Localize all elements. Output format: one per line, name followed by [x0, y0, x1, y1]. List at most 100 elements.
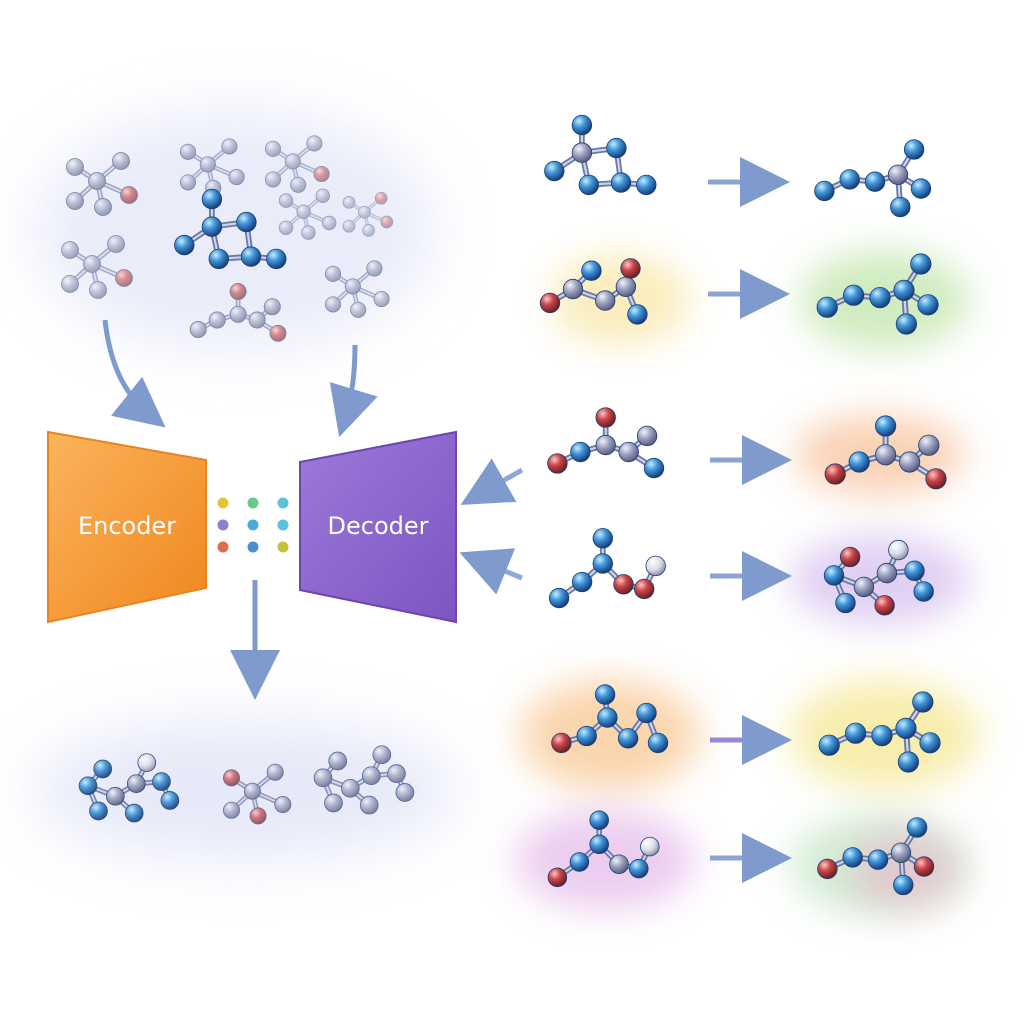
- atom: [824, 463, 846, 485]
- molecule-icon: [548, 528, 666, 609]
- atom: [66, 192, 84, 210]
- molecule-icon: [816, 253, 939, 335]
- atom: [284, 153, 301, 170]
- atom: [634, 578, 655, 600]
- atom: [818, 734, 840, 756]
- atom: [137, 753, 157, 773]
- atom: [895, 313, 918, 335]
- latent-dot: [277, 541, 289, 553]
- atom: [589, 834, 609, 855]
- atom: [893, 874, 914, 896]
- atom: [620, 258, 641, 279]
- atom: [571, 142, 593, 163]
- atom: [372, 745, 392, 765]
- atom: [374, 191, 388, 205]
- atom: [571, 571, 593, 593]
- atom: [636, 702, 657, 724]
- atom: [264, 140, 282, 157]
- atom: [848, 451, 870, 473]
- encoder-block: Encoder: [47, 430, 207, 624]
- molecule-icon: [223, 763, 292, 825]
- atom: [229, 305, 247, 323]
- flow-arrows-right: [708, 157, 792, 883]
- molecule-icon: [823, 539, 934, 616]
- atom: [278, 193, 294, 208]
- atom: [306, 135, 323, 152]
- atom: [890, 842, 912, 863]
- atom: [595, 434, 616, 456]
- atom: [83, 255, 101, 273]
- atom: [105, 786, 125, 806]
- atom: [823, 565, 845, 586]
- atom: [610, 172, 632, 193]
- latent-grid: [217, 497, 289, 553]
- atom: [869, 286, 891, 309]
- atom: [898, 451, 921, 473]
- molecule-icon: [313, 745, 415, 815]
- atom: [842, 284, 865, 306]
- molecule-icon: [539, 258, 648, 325]
- atom: [358, 205, 371, 219]
- atom: [243, 782, 261, 800]
- atom: [589, 810, 609, 830]
- atom: [539, 292, 561, 314]
- atom: [248, 311, 266, 329]
- atom: [576, 725, 597, 747]
- atom: [328, 751, 348, 771]
- arrow-icon: [329, 344, 378, 438]
- atom: [842, 847, 863, 868]
- molecule-icon: [278, 188, 337, 240]
- atom: [919, 732, 941, 754]
- atom: [221, 138, 238, 155]
- atom: [344, 278, 361, 295]
- molecule-layer: [61, 114, 947, 896]
- atom: [643, 457, 665, 479]
- molecule-icon: [174, 188, 287, 270]
- atom: [324, 265, 342, 282]
- latent-dot: [277, 519, 289, 531]
- molecule-icon: [547, 407, 665, 479]
- atom: [871, 724, 893, 747]
- molecule-icon: [544, 114, 657, 196]
- decoder-block: Decoder: [299, 430, 457, 624]
- atom: [296, 204, 311, 220]
- atom: [636, 174, 657, 196]
- molecule-icon: [264, 135, 330, 193]
- atom: [324, 793, 343, 813]
- atom: [839, 169, 860, 190]
- atom: [115, 269, 133, 287]
- atom: [887, 164, 909, 185]
- atom: [903, 139, 925, 160]
- atom: [112, 152, 130, 170]
- atom: [629, 858, 649, 879]
- atom: [263, 298, 281, 316]
- atom: [269, 324, 287, 342]
- atom: [571, 114, 593, 136]
- atom: [266, 248, 287, 270]
- atom: [313, 165, 330, 183]
- atom: [179, 143, 197, 160]
- atom: [361, 766, 381, 786]
- atom: [913, 581, 934, 602]
- atom: [322, 215, 337, 231]
- atom: [592, 553, 613, 574]
- atom: [61, 241, 79, 259]
- atom: [395, 783, 415, 802]
- molecule-icon: [61, 235, 133, 299]
- atom: [266, 763, 284, 781]
- atom: [551, 732, 572, 754]
- atom: [888, 539, 909, 561]
- atom: [569, 852, 590, 872]
- molecule-icon: [817, 817, 935, 896]
- atom: [236, 211, 257, 233]
- atom: [606, 137, 627, 159]
- molecule-icon: [78, 753, 180, 823]
- atom: [617, 728, 639, 749]
- atom: [126, 774, 146, 794]
- atom: [120, 186, 138, 204]
- atom: [228, 168, 245, 186]
- atom: [839, 546, 861, 568]
- atom: [594, 684, 616, 705]
